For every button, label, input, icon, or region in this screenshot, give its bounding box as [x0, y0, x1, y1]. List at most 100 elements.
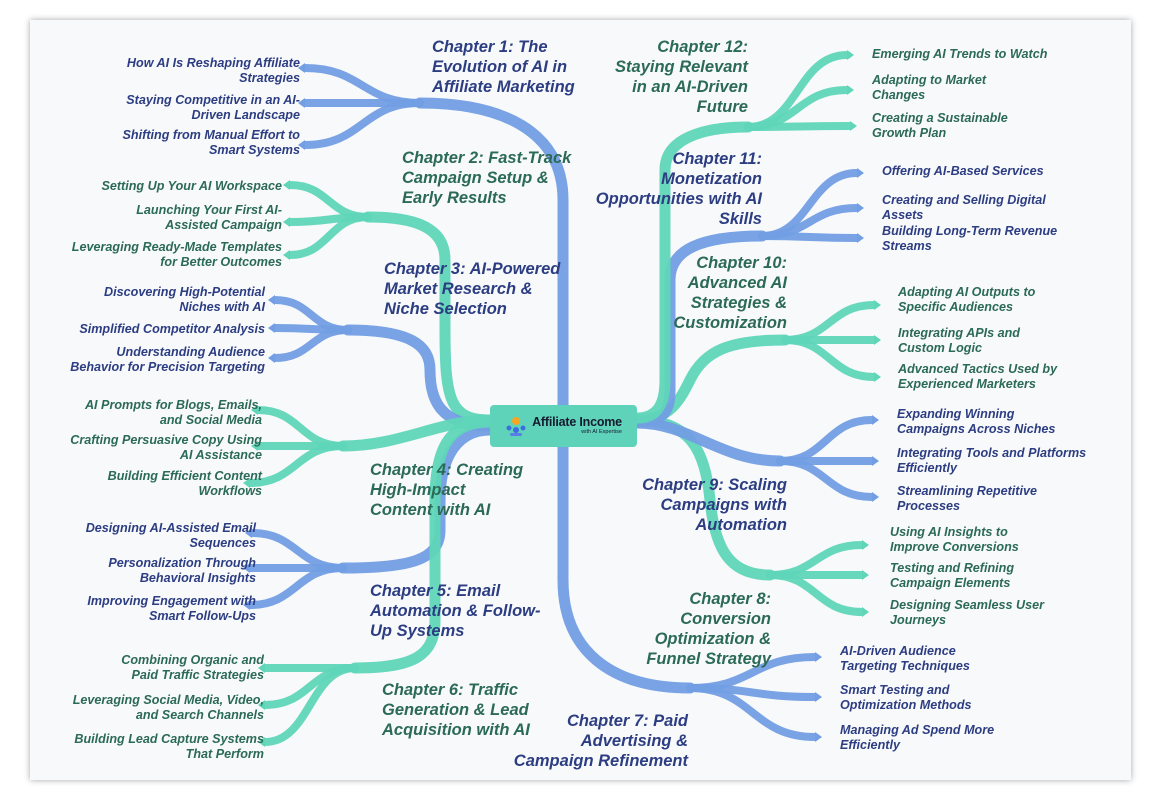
subtopic-line: Processes — [897, 499, 961, 513]
chapter-title-line: in an AI-Driven — [632, 78, 748, 96]
chapter-title-line: High-Impact — [370, 481, 466, 499]
mindmap-canvas — [30, 20, 1131, 780]
subtopic-line: Building Lead Capture Systems — [74, 732, 264, 746]
subtopic-line: Advanced Tactics Used by — [898, 362, 1058, 376]
arrow-tip-icon — [298, 140, 305, 150]
chapter-title-line: Chapter 10: — [696, 254, 787, 272]
subtopic-line: Shifting from Manual Effort to — [122, 128, 300, 142]
arrow-tip-icon — [815, 732, 822, 742]
subtopic-item[interactable]: Offering AI-Based Services — [882, 164, 1044, 179]
subtopic-line: Designing AI-Assisted Email — [85, 521, 256, 535]
subtopic-line: Assets — [882, 208, 924, 222]
chapter-title-line: Chapter 8: — [689, 590, 771, 608]
chapter-title-line: Chapter 6: Traffic — [382, 681, 519, 699]
arrow-tip-icon — [283, 250, 290, 260]
subtopic-line: Journeys — [890, 613, 946, 627]
subtopic-item[interactable]: Staying Competitive in an AI-Driven Land… — [126, 93, 300, 123]
chapter-title-line: Advanced AI — [687, 274, 787, 292]
subtopic-line: for Better Outcomes — [160, 255, 282, 269]
subtopic-branch — [766, 571, 866, 616]
chapter-title-line: Optimization & — [654, 630, 771, 648]
arrow-tip-icon — [243, 563, 250, 573]
chapter-title-line: Chapter 3: AI-Powered — [384, 260, 561, 278]
central-topic[interactable]: Affiliate Income with AI Expertise — [490, 405, 637, 447]
subtopic-line: Campaigns Across Niches — [897, 422, 1056, 436]
arrow-tip-icon — [258, 663, 265, 673]
subtopic-line: Adapting to Market — [872, 73, 987, 87]
chapter-title-line: Up Systems — [370, 622, 465, 640]
arrow-tip-icon — [251, 405, 258, 415]
subtopic-branch — [261, 664, 359, 746]
subtopic-line: Changes — [872, 88, 926, 102]
subtopic-line: Paid Traffic Strategies — [131, 668, 264, 682]
subtopic-line: Growth Plan — [872, 126, 947, 140]
subtopic-branch — [301, 99, 424, 149]
subtopic-line: AI-Driven Audience — [840, 644, 956, 658]
subtopic-line: Leveraging Ready-Made Templates — [71, 240, 282, 254]
chapter-branch — [362, 211, 496, 426]
subtopic-line: Streams — [882, 239, 932, 253]
subtopic-line: Emerging AI Trends to Watch — [872, 47, 1048, 61]
subtopic-branch — [246, 442, 347, 487]
subtopic-line: Creating a Sustainable — [872, 111, 1008, 125]
subtopic-item[interactable]: Setting Up Your AI Workspace — [101, 179, 282, 194]
subtopic-branch — [776, 416, 876, 465]
chapter-title-line: Chapter 11: — [672, 150, 762, 168]
subtopic-item[interactable]: Launching Your First AI-Assisted Campaig… — [136, 203, 282, 233]
subtopic-item[interactable]: Simplified Competitor Analysis — [79, 322, 265, 337]
chapter-title-line: Skills — [718, 210, 762, 228]
subtopic-item[interactable]: Leveraging Social Media, Video,and Searc… — [73, 693, 264, 723]
subtopic-line: Launching Your First AI- — [136, 203, 282, 217]
subtopic-item[interactable]: Emerging AI Trends to Watch — [872, 47, 1047, 62]
chapter-title-line: Content with AI — [370, 501, 491, 519]
arrow-tip-icon — [862, 540, 869, 550]
central-topic-text: Affiliate Income with AI Expertise — [532, 416, 622, 436]
subtopic-line: Workflows — [198, 484, 262, 498]
arrow-tip-icon — [258, 700, 265, 710]
subtopic-item[interactable]: AI Prompts for Blogs, Emails,and Social … — [85, 398, 262, 428]
subtopic-line: Improving Engagement with — [87, 594, 256, 608]
subtopic-line: and Search Channels — [135, 708, 264, 722]
